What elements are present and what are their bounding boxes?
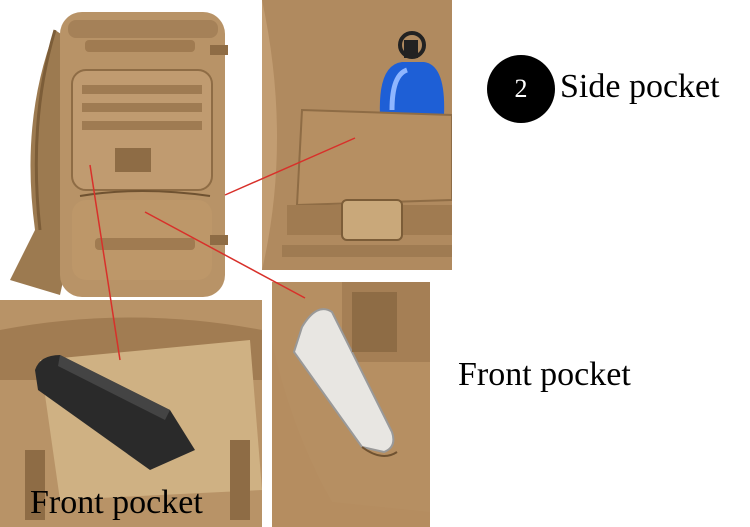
side-pocket-photo — [262, 0, 452, 270]
backpack-photo — [0, 0, 240, 300]
step-number: 2 — [514, 74, 528, 103]
step-badge: 2 — [487, 55, 555, 123]
front-pocket-caption-bottom: Front pocket — [30, 484, 203, 521]
laptop-pocket-photo — [0, 300, 262, 527]
tablet-pocket-photo — [272, 282, 430, 527]
front-pocket-caption-right: Front pocket — [458, 356, 631, 393]
side-pocket-caption: Side pocket — [560, 68, 720, 105]
